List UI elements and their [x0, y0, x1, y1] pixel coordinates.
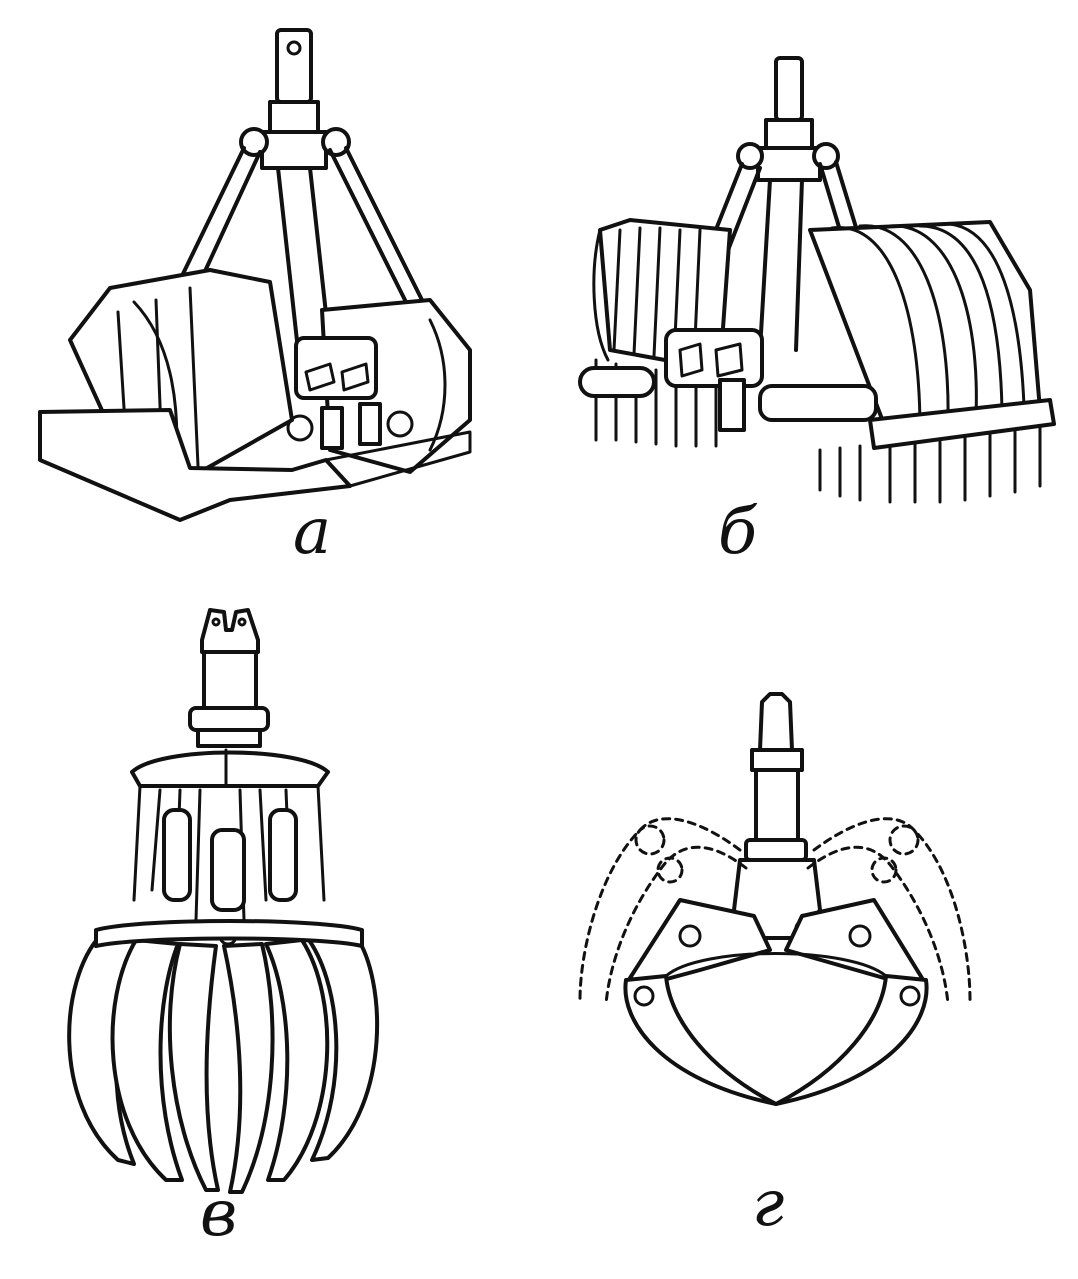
figure-c-caption: в	[200, 1177, 238, 1251]
clamshell-bucket-grab-icon	[38, 28, 472, 522]
figure-d	[570, 690, 990, 1120]
figure-a	[30, 20, 500, 530]
figure-b-caption: б	[718, 495, 758, 569]
orange-peel-multi-jaw-grab-icon	[67, 608, 380, 1194]
figure-b	[570, 50, 1070, 520]
figure-d-caption: г	[752, 1167, 785, 1241]
figure-c	[40, 600, 400, 1200]
tined-rake-grab-icon	[578, 56, 1056, 504]
two-jaw-log-grab-icon	[578, 692, 972, 1106]
figure-a-caption: а	[293, 495, 332, 569]
